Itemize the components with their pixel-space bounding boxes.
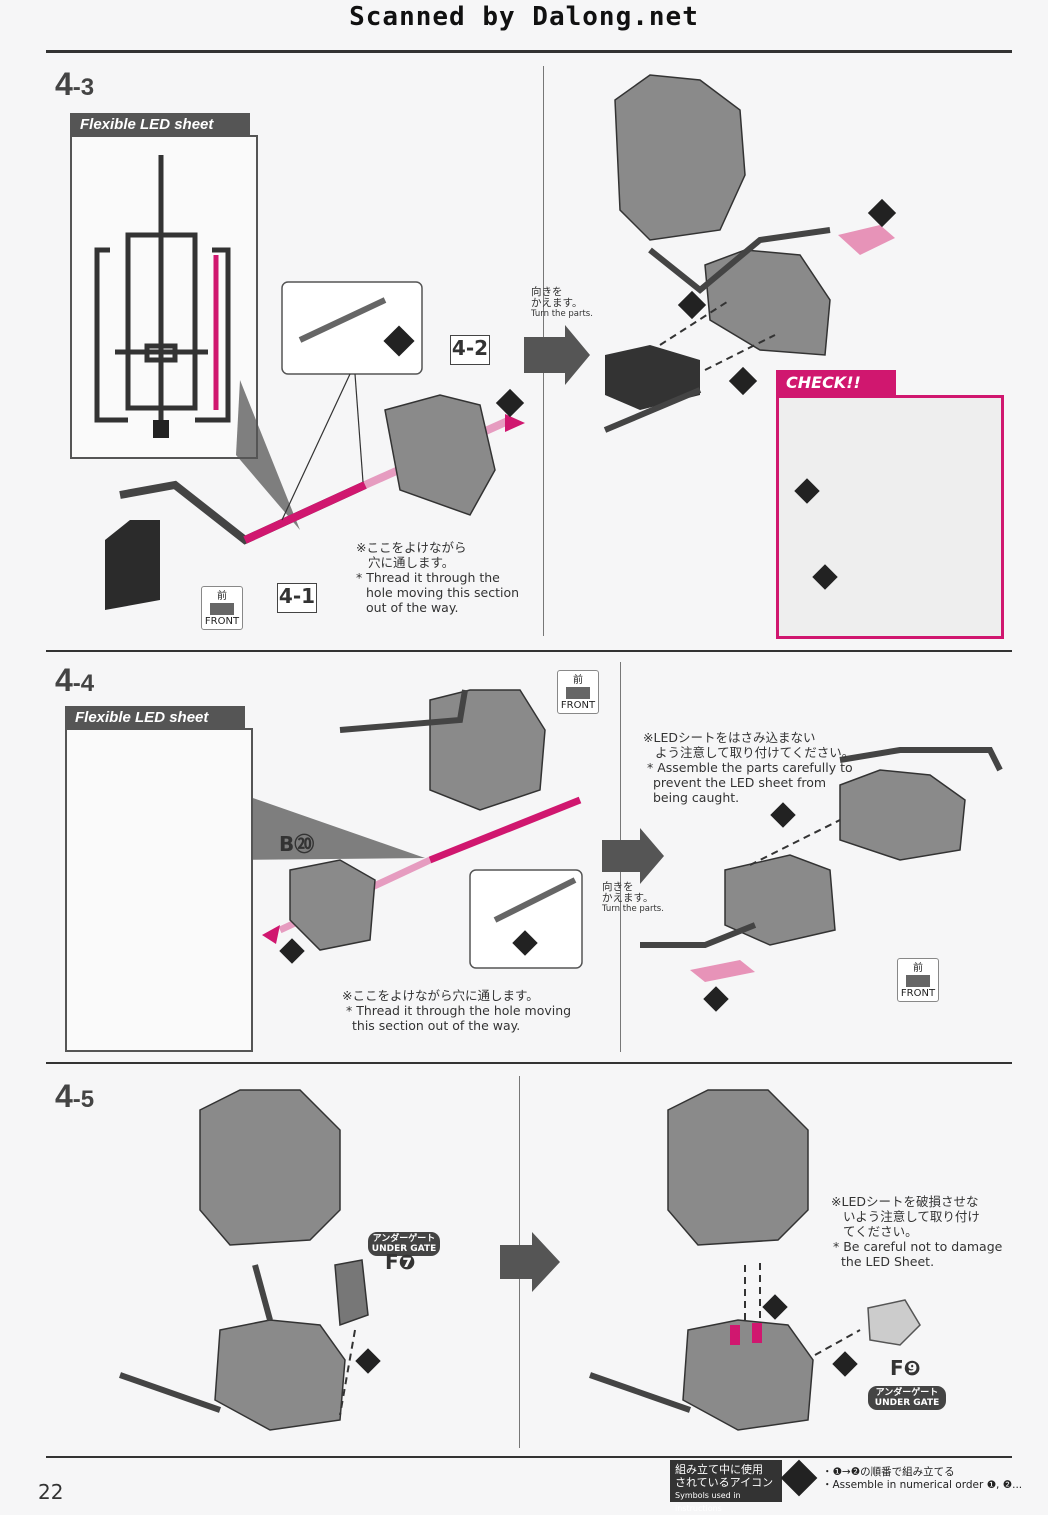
footer-order-note: ・❶→❷の順番で組み立てる ・Assemble in numerical ord… (822, 1466, 1023, 1491)
inset-sheet-4-3 (298, 297, 387, 343)
note-4-4-thread: ※ここをよけながら穴に通します。 * Thread it through the… (342, 988, 572, 1033)
front-indicator-4-3: 前 FRONT (201, 586, 243, 630)
flex-sheet-drawing-4-3 (94, 155, 231, 423)
arrow-3-4-3 (838, 225, 895, 255)
front-indicator-4-4b: 前 FRONT (897, 958, 939, 1002)
torso-right-4-5 (667, 1089, 809, 1246)
inset-4-3 (281, 281, 423, 375)
arrow-2-4-4 (262, 925, 280, 944)
part-b20-4-4 (289, 859, 376, 951)
divider-4-5 (46, 1062, 1012, 1064)
part-b20-label: B⑳ (279, 832, 315, 856)
flex-sheet-connector-4-3 (153, 420, 169, 438)
top-rule (46, 50, 1012, 53)
part-tag-4-2: 4-2 (450, 335, 490, 365)
torso-4-5 (199, 1089, 341, 1246)
check-label: CHECK!! (776, 370, 896, 395)
under-gate-badge-f7: アンダーゲート UNDER GATE (368, 1232, 440, 1256)
check-panel (776, 395, 1004, 639)
waist-4-5 (214, 1319, 346, 1431)
footer-icons-label: 組み立て中に使用 されているアイコン Symbols used in instr… (670, 1460, 782, 1513)
divider-4-4 (46, 650, 1012, 652)
flex-sheet-label-4-3: Flexible LED sheet (70, 113, 250, 136)
turn-note-4-4: 向きを かえます。 Turn the parts. (602, 881, 664, 915)
note-4-4-assemble: ※LEDシートをはさみ込まない よう注意して取り付けてください。 * Assem… (643, 730, 855, 805)
part-f9 (867, 1299, 921, 1346)
part-f7-label: F❼ (385, 1250, 416, 1274)
under-gate-badge-f9: アンダーゲート UNDER GATE (868, 1386, 946, 1410)
sheet-led-4-3 (243, 481, 367, 544)
inset-4-4 (469, 869, 583, 969)
waist-part-right-4-4 (839, 769, 966, 861)
zoom-wedge-4-3 (236, 380, 300, 530)
led-box-4-3 (105, 520, 160, 610)
part-f7 (334, 1259, 369, 1327)
waist-right-4-5 (682, 1319, 814, 1431)
front-indicator-4-4a: 前 FRONT (557, 670, 599, 714)
page-number: 22 (38, 1480, 64, 1504)
step-4-5-label: 4-5 (55, 1078, 95, 1114)
zoom-wedge-4-4 (230, 790, 425, 860)
note-4-5: ※LEDシートを破損させな いよう注意して取り付け てください。 * Be ca… (831, 1194, 1003, 1269)
arrow-2-4-3 (505, 414, 525, 432)
waist-part-4-4 (429, 689, 546, 811)
divider-footer (46, 1456, 1012, 1458)
arrow-next-4-4 (602, 828, 664, 884)
part-f9-label: F❾ (890, 1356, 921, 1380)
turn-note-4-3: 向きを かえます。 Turn the parts. (531, 286, 593, 320)
waist-part-4-3 (384, 394, 496, 516)
part-b20-right-4-4 (724, 854, 836, 946)
flex-sheet-label-4-4: Flexible LED sheet (65, 706, 245, 729)
led-box-right-4-3 (605, 345, 700, 410)
note-4-3: ※ここをよけながら 穴に通します。 * Thread it through th… (356, 540, 520, 615)
arrow-next-4-3 (524, 325, 590, 385)
waist-4-3 (704, 249, 831, 356)
flex-sheet-panel-4-4 (65, 728, 253, 1052)
arrow-next-4-5 (500, 1232, 560, 1292)
torso-4-3 (614, 74, 746, 241)
sheet-led-4-4 (428, 796, 582, 864)
step-4-3-label: 4-3 (55, 66, 95, 102)
watermark: Scanned by Dalong.net (349, 2, 699, 32)
step-4-4-label: 4-4 (55, 662, 95, 698)
part-tag-4-1: 4-1 (277, 583, 317, 613)
